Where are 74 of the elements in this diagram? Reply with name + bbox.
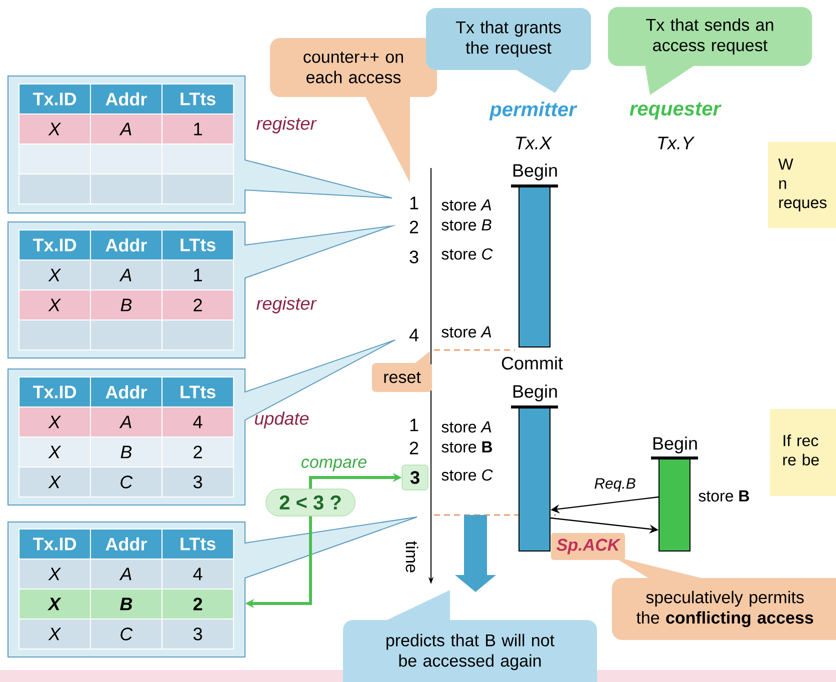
begin-label: Begin [653, 436, 697, 454]
operation-label: store C [442, 469, 493, 481]
edge-label: compare [301, 458, 366, 472]
operation-label: store B [442, 219, 492, 231]
transaction-label: Tx.Y [658, 136, 695, 150]
table-cell: A [90, 260, 162, 290]
role-label: permitter [489, 102, 578, 120]
table-cell: A [90, 406, 162, 438]
operation-label: store A [442, 421, 492, 433]
table-cell: X [18, 618, 92, 650]
counter-number: 2 [410, 220, 418, 234]
tag-box: Sp.ACK [551, 533, 625, 560]
table-cell: A [90, 114, 162, 144]
speech-bubble: Tx that grants the request [426, 8, 591, 93]
edge-label: Req.B [594, 478, 636, 492]
note-box: If rec re be [770, 409, 836, 496]
table-cell: 1 [162, 260, 234, 290]
table-header-cell: Addr [90, 528, 162, 560]
table-cell: A [90, 558, 162, 590]
table-header-cell: LTts [162, 376, 234, 408]
note-box: W n reques [768, 142, 836, 228]
commit-label: Commit [502, 356, 563, 370]
operation-label: store B [698, 490, 750, 502]
counter-number: 4 [409, 328, 418, 342]
table-cell: X [18, 558, 92, 590]
tag-box: reset [372, 351, 432, 392]
table-header-cell: Tx.ID [18, 230, 92, 260]
table-cell: 2 [162, 588, 234, 620]
annotation-label: register [256, 296, 317, 314]
table-cell: B [90, 436, 162, 468]
counter-number: 1 [410, 196, 418, 210]
table-header-cell: Tx.ID [18, 376, 92, 408]
speech-bubble: Tx that sends an access request [608, 7, 812, 95]
speech-bubble: speculatively permits the conflicting access [612, 556, 836, 640]
table-header-cell: LTts [162, 230, 234, 260]
table-cell: 2 [162, 436, 234, 468]
table-cell: B [90, 290, 162, 320]
table-cell: X [18, 290, 92, 320]
table-cell: X [18, 588, 92, 620]
tag-box: 2 < 3 ? [266, 488, 356, 516]
table-header-cell: Addr [90, 376, 162, 408]
table-cell: C [90, 618, 162, 650]
table-cell: 2 [162, 290, 234, 320]
begin-label: Begin [513, 164, 557, 180]
operation-label: store A [442, 199, 492, 211]
table-cell: 3 [162, 466, 234, 498]
table-header-cell: Tx.ID [18, 528, 92, 560]
begin-label: Begin [513, 384, 557, 402]
table-header-cell: Addr [90, 84, 162, 114]
table-cell: 4 [162, 558, 234, 590]
table-cell: X [18, 114, 92, 144]
axis-label: time [406, 541, 418, 572]
role-label: requester [630, 102, 722, 120]
table-cell: 1 [162, 114, 234, 144]
table-cell: X [18, 436, 92, 468]
table-cell: C [90, 466, 162, 498]
tag-box: 3 [402, 464, 428, 490]
table-cell: B [90, 588, 162, 620]
operation-label: store A [442, 326, 492, 338]
table-cell: 3 [162, 618, 234, 650]
table-header-cell: Addr [90, 230, 162, 260]
table-header-cell: LTts [162, 84, 234, 114]
operation-label: store B [442, 441, 492, 453]
counter-number: 1 [410, 418, 418, 432]
table-cell: X [18, 406, 92, 438]
table-header-cell: Tx.ID [18, 84, 92, 114]
speech-bubble: predicts that B will not be accessed again [343, 590, 597, 682]
table-header-cell: LTts [162, 528, 234, 560]
counter-number: 2 [410, 442, 418, 454]
table-cell: X [18, 260, 92, 290]
table-cell: X [18, 466, 92, 498]
annotation-label: update [254, 412, 309, 428]
counter-number: 3 [410, 250, 418, 264]
table-cell: 4 [162, 406, 234, 438]
